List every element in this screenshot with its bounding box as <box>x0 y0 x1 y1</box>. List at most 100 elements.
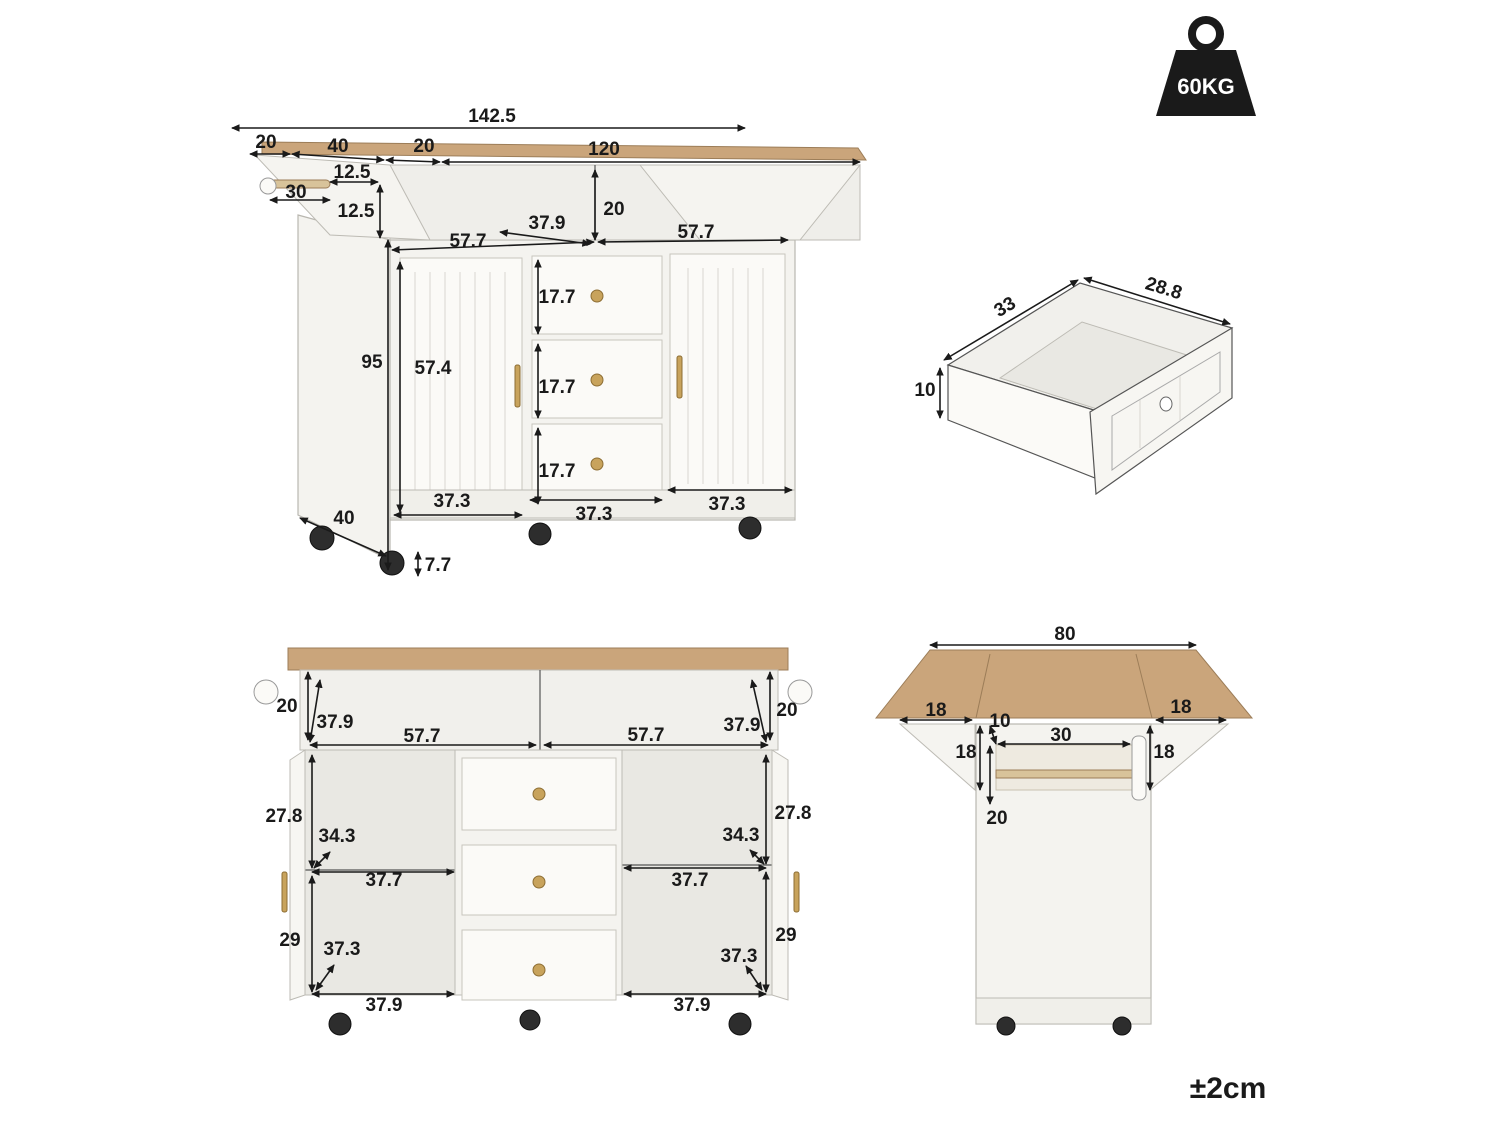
dim-rack-height: 12.5 <box>338 201 375 222</box>
dim-side-top-width: 80 <box>1054 624 1075 645</box>
dim-side-rack-length: 30 <box>1050 725 1071 746</box>
open-drawer-3-knob <box>532 963 546 977</box>
right-door <box>669 253 786 493</box>
dim-left-upper: 27.8 <box>266 806 303 827</box>
dim-shelf-right: 57.7 <box>678 222 715 243</box>
wheel <box>519 1009 541 1031</box>
left-open-handle <box>281 871 288 913</box>
drawer-1-knob <box>590 289 604 303</box>
dim-open-shelf-left: 57.7 <box>404 726 441 747</box>
wheel <box>528 522 552 546</box>
drawer-front <box>1089 326 1233 496</box>
dim-drawer-3: 17.7 <box>539 461 576 482</box>
right-door-open <box>771 749 789 1001</box>
drawer-knob <box>1159 396 1173 412</box>
dim-left-shelf-depth: 37.9 <box>317 712 354 733</box>
side-dimension-lines <box>899 641 1227 805</box>
dim-rack-offset: 12.5 <box>334 162 371 183</box>
wheel <box>1112 1016 1132 1036</box>
dim-drawer-height: 10 <box>914 380 935 401</box>
wheel <box>728 1012 752 1036</box>
dim-shelf-height: 20 <box>603 199 624 220</box>
dim-side-rack-height: 20 <box>986 808 1007 829</box>
dim-leaf-left: 20 <box>255 132 276 153</box>
rack-end <box>787 679 813 705</box>
left-door-handle <box>514 364 521 408</box>
dim-bottom-right: 37.3 <box>709 494 746 515</box>
right-door-handle <box>676 355 683 399</box>
right-compartment <box>621 749 773 996</box>
drawer-2-knob <box>590 373 604 387</box>
side-rack-bar <box>995 769 1137 779</box>
wheel <box>309 525 335 551</box>
open-view: 20 20 37.9 37.9 57.7 57.7 27.8 27.8 34.3… <box>253 647 813 1036</box>
dim-side-rack-offset: 10 <box>989 711 1010 732</box>
dim-right-lower: 29 <box>775 925 796 946</box>
dim-right-lower-depth: 37.3 <box>721 946 758 967</box>
dim-drawer-1: 17.7 <box>539 287 576 308</box>
dim-depth: 40 <box>333 508 354 529</box>
front-dimension-lines <box>231 124 861 577</box>
side-rack-end <box>1131 735 1147 801</box>
dim-shelf-left: 57.7 <box>450 231 487 252</box>
wheel <box>328 1012 352 1036</box>
dim-left-upper-depth: 34.3 <box>319 826 356 847</box>
side-countertop <box>874 649 1254 719</box>
rack-end <box>253 679 279 705</box>
dim-side-leaf-right-height: 18 <box>1153 742 1174 763</box>
dim-right-mid-width: 37.7 <box>672 870 709 891</box>
right-open-handle <box>793 871 800 913</box>
dim-side-leaf-left: 18 <box>925 700 946 721</box>
side-leaf-support-left <box>898 723 976 792</box>
side-view: 80 18 18 10 30 18 18 20 <box>874 624 1254 1036</box>
dim-left-mid-width: 37.7 <box>366 870 403 891</box>
dim-top-width: 120 <box>588 139 620 160</box>
open-dimension-lines <box>304 671 774 998</box>
drawer-front-panel <box>1111 351 1221 471</box>
dim-left-side-height: 20 <box>276 696 297 717</box>
dim-height: 95 <box>361 352 383 373</box>
dim-side-leaf-left-height: 18 <box>955 742 976 763</box>
open-countertop <box>287 647 789 671</box>
left-door-open <box>289 749 306 1001</box>
dim-wheel-height: 7.7 <box>425 555 451 576</box>
dim-rack-length: 30 <box>285 182 306 203</box>
dim-leaf-mid: 40 <box>327 136 348 157</box>
dim-left-lower: 29 <box>279 930 300 951</box>
right-door-grooves <box>687 268 764 484</box>
dim-shelf-depth: 37.9 <box>529 213 566 234</box>
front-view: 142.5 20 40 20 120 12.5 30 12.5 20 37.9 … <box>231 106 867 577</box>
dim-drawer-width: 28.8 <box>1143 273 1185 304</box>
dim-left-bottom: 37.9 <box>366 995 403 1016</box>
side-rack <box>995 744 1137 791</box>
dim-left-lower-depth: 37.3 <box>324 939 361 960</box>
left-door-grooves <box>414 272 506 500</box>
weight-badge: 60KG <box>1156 16 1256 116</box>
dim-open-shelf-right: 57.7 <box>628 725 665 746</box>
dim-right-bottom: 37.9 <box>674 995 711 1016</box>
dim-leaf-gap: 20 <box>413 136 434 157</box>
drawer-view: 33 28.8 10 <box>914 273 1234 496</box>
dim-bottom-mid: 37.3 <box>576 504 613 525</box>
rack-end <box>259 177 277 195</box>
tolerance-label: ±2cm <box>1190 1072 1267 1105</box>
open-drawer-2-knob <box>532 875 546 889</box>
dim-right-upper: 27.8 <box>775 803 812 824</box>
countertop <box>261 141 867 161</box>
dim-side-leaf-right: 18 <box>1170 697 1191 718</box>
open-top-shelf <box>299 669 779 751</box>
dim-total-width: 142.5 <box>468 106 516 127</box>
weight-icon <box>1156 16 1256 116</box>
open-drawer-1-knob <box>532 787 546 801</box>
dim-right-shelf-depth: 37.9 <box>724 715 761 736</box>
dim-bottom-left: 37.3 <box>434 491 471 512</box>
dim-right-upper-depth: 34.3 <box>723 825 760 846</box>
drawer-dimension-lines <box>936 276 1231 419</box>
left-door <box>399 257 523 511</box>
dim-door-height: 57.4 <box>415 358 452 379</box>
dim-drawer-2: 17.7 <box>539 377 576 398</box>
wheel <box>996 1016 1016 1036</box>
drawer-3-knob <box>590 457 604 471</box>
weight-label: 60KG <box>1177 74 1234 99</box>
